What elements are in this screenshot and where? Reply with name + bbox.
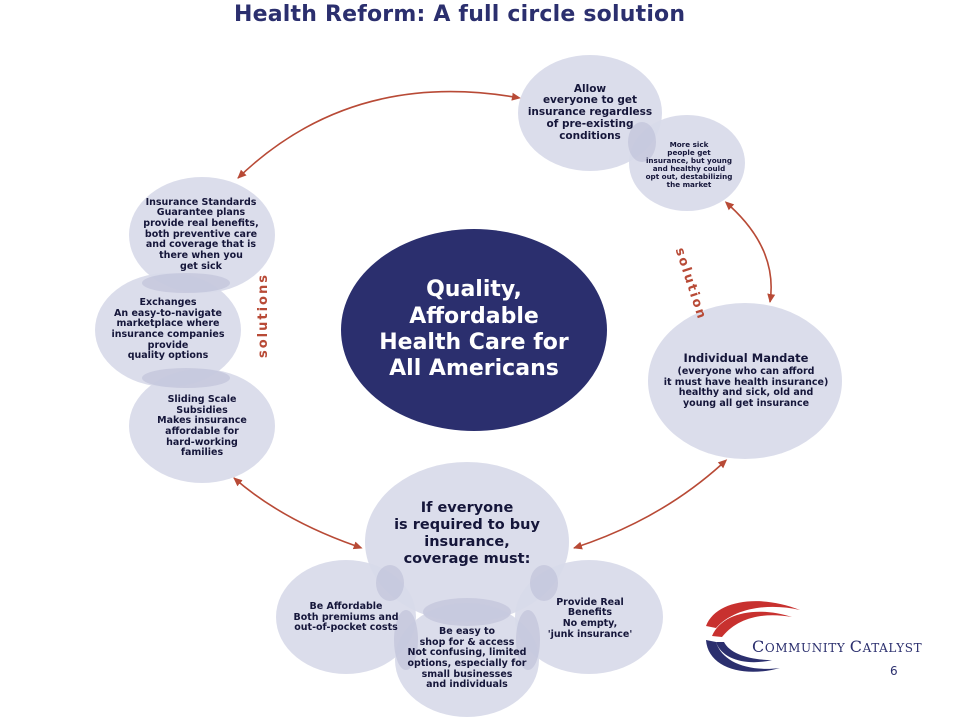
overlap-standards-exchanges — [142, 273, 230, 293]
node-line: Both premiums and — [293, 611, 399, 623]
node-heading: Be easy to — [438, 626, 496, 638]
node-line: the market — [666, 180, 712, 190]
center-line: All Americans — [389, 356, 559, 382]
node-line: everyone to get — [542, 94, 638, 107]
node-line: families — [180, 447, 224, 459]
bubble-standards — [129, 177, 275, 293]
overlap-everyone-easy — [423, 598, 511, 626]
node-heading: Be Affordable — [309, 601, 383, 613]
node-mandate: Individual Mandate (everyone who can aff… — [656, 342, 836, 420]
node-heading: Insurance Standards — [145, 196, 257, 208]
logo-word-first: COMMUNITY — [752, 637, 846, 656]
node-line: out-of-pocket costs — [294, 622, 398, 634]
node-line: and healthy could — [652, 164, 726, 173]
overlap-everyone-real — [530, 565, 558, 601]
node-line: both preventive care — [144, 228, 258, 240]
bubble-allow — [518, 55, 662, 171]
node-line: young all get insurance — [682, 398, 810, 410]
node-line: opt out, destabilizing — [645, 172, 733, 182]
arrow-bottom-right — [573, 459, 728, 550]
node-line: Allow — [573, 82, 607, 95]
logo-word-second: CATALYST — [849, 637, 923, 656]
node-line: is required to buy — [394, 516, 540, 533]
node-line: and individuals — [426, 679, 508, 691]
node-line: No empty, — [562, 618, 618, 629]
node-line: insurance, but young — [645, 155, 733, 165]
node-allow: Allow everyone to get insurance regardle… — [520, 72, 660, 154]
node-line: hard-working — [166, 436, 238, 448]
node-line: insurance regardless — [527, 106, 653, 119]
node-heading: Subsidies — [176, 404, 228, 416]
node-line: people get — [667, 147, 711, 157]
node-line: insurance companies — [111, 329, 225, 340]
node-line: insurance, — [424, 534, 510, 550]
bubble-sliding — [129, 369, 275, 483]
overlap-easy-real — [516, 610, 540, 670]
node-line: affordable for — [165, 426, 239, 437]
node-affordable: Be Affordable Both premiums and out-of-p… — [285, 596, 407, 640]
node-line: quality options — [127, 350, 209, 362]
bubble-easy — [395, 603, 539, 717]
node-line: of pre-existing — [546, 117, 634, 130]
node-line: options, especially for — [407, 658, 527, 669]
node-everyone: If everyone is required to buy insurance… — [382, 494, 552, 574]
node-line: it must have health insurance) — [663, 376, 829, 388]
node-line: An easy-to-navigate — [114, 307, 222, 319]
center-title: Quality, Affordable Health Care for All … — [346, 262, 602, 398]
center-ellipse — [341, 229, 607, 431]
node-easy: Be easy to shop for & access Not confusi… — [404, 622, 530, 696]
node-real: Provide Real Benefits No empty, 'junk in… — [540, 590, 640, 648]
node-sick: More sick people get insurance, but youn… — [640, 134, 738, 196]
logo-wordmark: COMMUNITY CATALYST — [752, 637, 922, 656]
node-heading: Individual Mandate — [683, 351, 809, 366]
node-heading: Exchanges — [139, 297, 197, 309]
node-heading: Provide Real — [556, 596, 624, 608]
node-standards: Insurance Standards Guarantee plans prov… — [134, 192, 268, 278]
node-line: (everyone who can afford — [677, 366, 815, 378]
bubble-mandate — [648, 303, 842, 459]
node-sliding: Sliding Scale Subsidies Makes insurance … — [140, 390, 264, 464]
node-line: conditions — [559, 129, 621, 142]
logo-mark — [706, 601, 800, 672]
node-line: healthy and sick, old and — [678, 387, 814, 399]
node-line: coverage must: — [403, 551, 531, 568]
page-title: Health Reform: A full circle solution — [234, 2, 686, 27]
node-heading: Sliding Scale — [167, 394, 237, 406]
node-line: marketplace where — [116, 318, 220, 330]
overlap-everyone-affordable — [376, 565, 404, 601]
center-line: Quality, — [426, 277, 522, 303]
overlap-exchanges-sliding — [142, 368, 230, 388]
bubble-everyone — [365, 462, 569, 622]
bubble-sick — [629, 115, 745, 211]
label-solutions: solutions — [256, 273, 271, 358]
center-line: Health Care for — [379, 330, 569, 355]
node-line: 'junk insurance' — [547, 628, 633, 640]
node-line: If everyone — [420, 499, 514, 516]
node-line: Makes insurance — [157, 415, 247, 427]
node-line: small businesses — [421, 668, 513, 680]
node-heading: shop for & access — [419, 636, 515, 648]
node-line: and coverage that is — [145, 239, 257, 251]
node-line: provide — [147, 339, 189, 351]
overlap-affordable-easy — [394, 610, 418, 670]
node-line: provide real benefits, — [143, 218, 259, 230]
bubble-exchanges — [95, 273, 241, 387]
overlap-allow-sick — [628, 122, 656, 162]
node-line: there when you — [159, 249, 243, 261]
center-line: Affordable — [409, 303, 539, 329]
arrow-top — [237, 90, 521, 179]
node-line: Guarantee plans — [156, 207, 246, 219]
node-heading: Benefits — [567, 607, 613, 619]
slide-number: 6 — [890, 664, 898, 678]
node-line: More sick — [669, 139, 709, 149]
arrow-left — [272, 286, 284, 356]
arrow-right — [724, 201, 776, 303]
node-line: get sick — [180, 260, 222, 272]
node-line: Not confusing, limited — [407, 647, 527, 659]
node-exchanges: Exchanges An easy-to-navigate marketplac… — [100, 293, 236, 367]
arrow-bottom-left — [233, 477, 363, 550]
